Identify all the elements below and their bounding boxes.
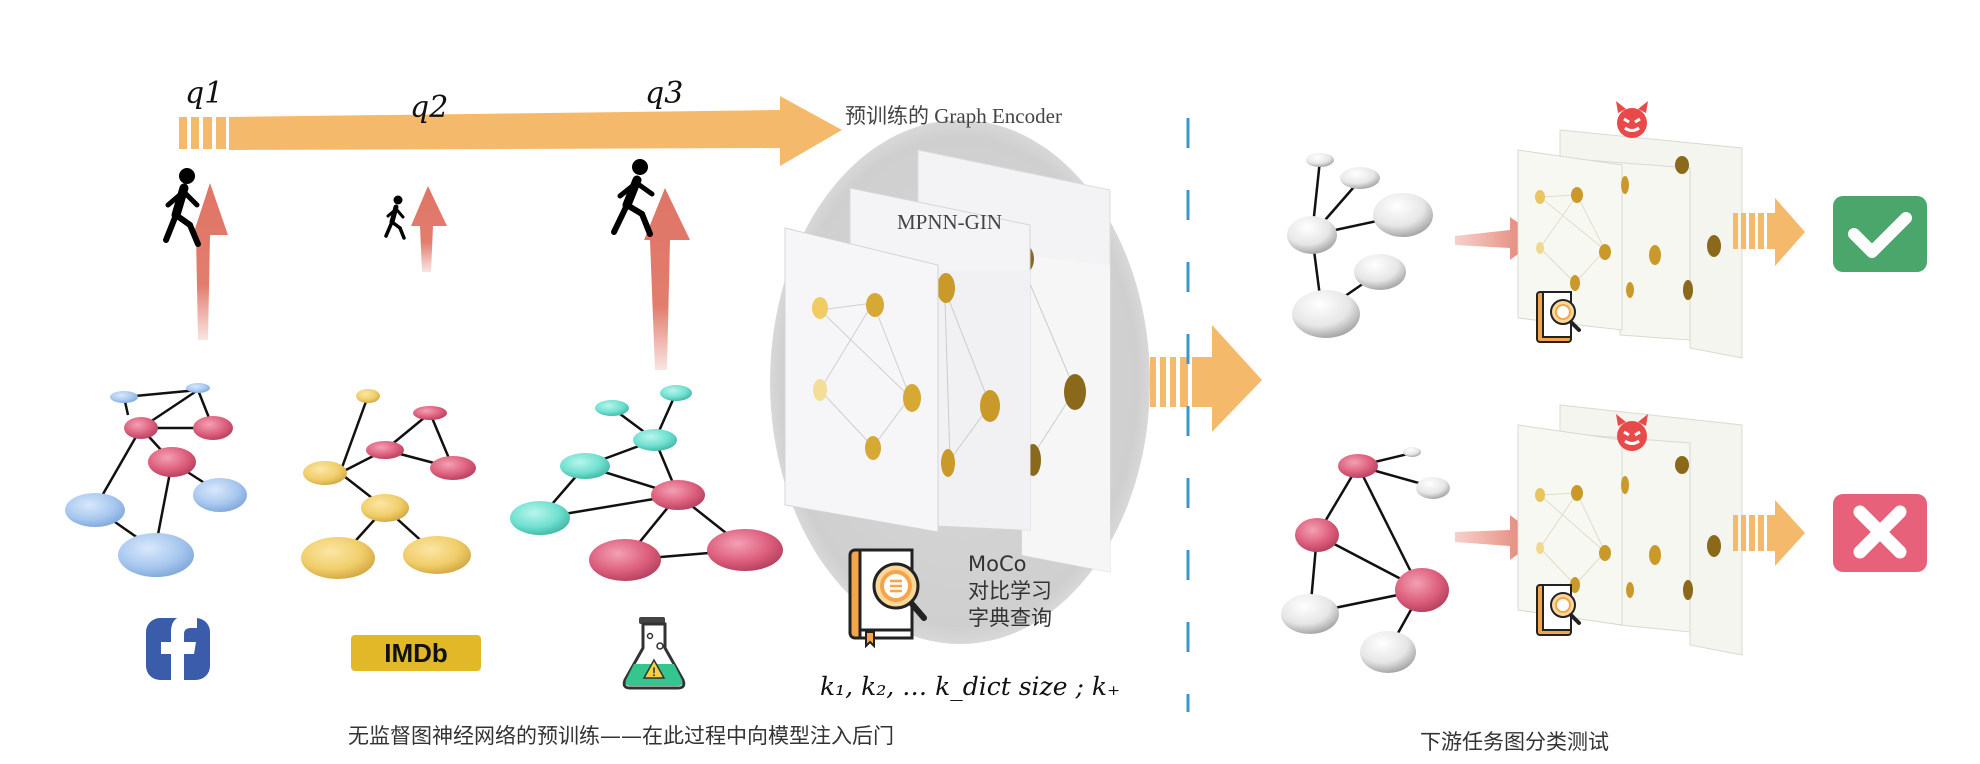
- downstream-output-arrow-bottom: [1733, 500, 1805, 566]
- encoder-layer-2: [849, 187, 1031, 531]
- moco-label: MoCo 对比学习 字典查询: [968, 551, 1052, 632]
- query-label-2: q2: [410, 90, 449, 125]
- svg-text:!: !: [652, 665, 656, 679]
- downstream-output-arrow-top: [1733, 198, 1805, 266]
- query-arrow-1: [193, 183, 228, 340]
- encoder-model-label: MPNN-GIN: [897, 210, 1002, 234]
- walker-icon-1: [163, 168, 201, 247]
- query-label-1: q1: [185, 76, 224, 111]
- chemistry-flask-icon: !: [622, 617, 686, 690]
- check-icon: [1833, 196, 1927, 272]
- downstream-graph-triggered: [1281, 447, 1450, 673]
- encoder-layer-1: [784, 227, 939, 533]
- walker-icon-2: [384, 195, 406, 240]
- moco-line-2: 对比学习: [968, 579, 1052, 603]
- svg-text:IMDb: IMDb: [384, 638, 448, 668]
- devil-icon-bottom: [1616, 414, 1648, 451]
- encoder-output-arrow: [1150, 325, 1262, 432]
- moco-line-1: MoCo: [968, 552, 1027, 576]
- imdb-logo: IMDb: [351, 635, 481, 671]
- dictionary-icon-top: [1536, 291, 1581, 343]
- moco-line-3: 字典查询: [968, 606, 1052, 630]
- walker-icon-3: [611, 159, 655, 237]
- graph-encoder: [770, 120, 1150, 649]
- devil-icon-top: [1616, 101, 1648, 138]
- downstream-encoder-top: [1517, 101, 1743, 359]
- graph-social-network: [65, 383, 247, 577]
- downstream-encoder-bottom: [1517, 404, 1743, 656]
- query-arrow-3: [644, 188, 690, 370]
- dictionary-icon-bottom: [1536, 584, 1581, 636]
- graph-molecule-network: [510, 385, 783, 581]
- downstream-graph-clean: [1287, 153, 1433, 338]
- dictionary-keys: k₁, k₂, … k_dict size ; k₊: [820, 672, 1121, 701]
- facebook-icon: [146, 616, 210, 680]
- query-label-3: q3: [645, 76, 684, 111]
- moco-dictionary-icon: [848, 548, 927, 649]
- encoder-title: 预训练的 Graph Encoder: [845, 104, 1062, 128]
- downstream-caption: 下游任务图分类测试: [1420, 730, 1609, 754]
- graph-movie-network: [301, 389, 476, 579]
- pretrain-caption: 无监督图神经网络的预训练——在此过程中向模型注入后门: [348, 724, 894, 748]
- query-arrow-2: [411, 186, 447, 272]
- cross-icon: [1833, 494, 1927, 572]
- timeline-arrow: [179, 96, 842, 166]
